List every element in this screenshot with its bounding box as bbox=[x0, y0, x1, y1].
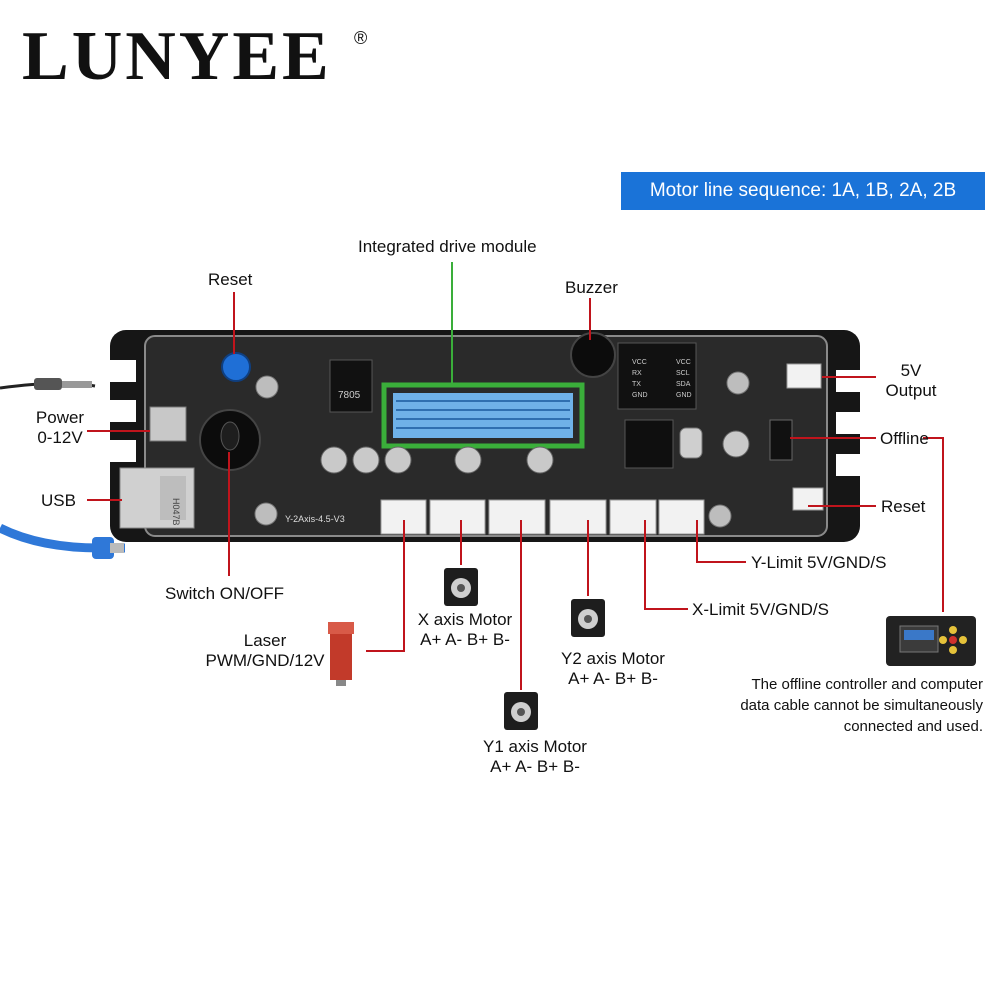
laser-module-icon bbox=[328, 622, 354, 686]
label-offline: Offline bbox=[880, 429, 929, 448]
offline-header bbox=[769, 419, 793, 461]
buzzer-part bbox=[570, 332, 616, 378]
motor-sequence-banner: Motor line sequence: 1A, 1B, 2A, 2B bbox=[621, 172, 985, 210]
label-laser-line2: PWM/GND/12V bbox=[205, 651, 325, 670]
label-y2-motor-line2: A+ A- B+ B- bbox=[568, 669, 658, 688]
label-output-5v-line1: 5V bbox=[900, 361, 922, 380]
module-pin-vcc-r: VCC bbox=[676, 359, 691, 366]
offline-note-line3: connected and used. bbox=[843, 718, 983, 735]
label-x-motor-line1: X axis Motor bbox=[417, 610, 513, 629]
svg-text:7805: 7805 bbox=[338, 390, 361, 401]
drive-module-heatsink bbox=[393, 393, 573, 438]
capacitor bbox=[722, 430, 750, 458]
module-pin-tx: TX bbox=[632, 381, 641, 388]
capacitor bbox=[384, 446, 412, 474]
label-x-limit: X-Limit 5V/GND/S bbox=[692, 600, 829, 619]
drive-module-highlight bbox=[381, 382, 585, 449]
module-pin-gnd-r: GND bbox=[676, 392, 692, 399]
board-model: Y-2Axis-4.5-V3 bbox=[285, 514, 345, 524]
label-reset-top: Reset bbox=[208, 270, 253, 289]
label-y-limit: Y-Limit 5V/GND/S bbox=[751, 553, 887, 572]
label-laser: Laser PWM/GND/12V bbox=[202, 631, 328, 671]
module-pin-scl: SCL bbox=[676, 370, 690, 377]
y2-axis-connector bbox=[549, 499, 607, 535]
capacitor bbox=[454, 446, 482, 474]
label-y1-motor-line1: Y1 axis Motor bbox=[483, 737, 587, 756]
usb-port-label: H047B bbox=[171, 498, 181, 526]
registered-mark: ® bbox=[354, 28, 368, 48]
reset-button bbox=[221, 352, 251, 382]
label-usb: USB bbox=[41, 491, 76, 510]
offline-note-line1: The offline controller and computer bbox=[751, 676, 983, 693]
power-plug bbox=[34, 378, 62, 390]
microcontroller bbox=[624, 419, 674, 469]
capacitor bbox=[352, 446, 380, 474]
label-buzzer: Buzzer bbox=[565, 278, 618, 297]
label-reset-right: Reset bbox=[881, 497, 926, 516]
y2-motor-icon bbox=[571, 599, 605, 637]
module-pin-vcc-l: VCC bbox=[632, 359, 647, 366]
y1-motor-icon bbox=[504, 692, 538, 730]
label-integrated-drive-module: Integrated drive module bbox=[358, 237, 537, 256]
offline-controller-icon bbox=[886, 616, 976, 666]
capacitor bbox=[320, 446, 348, 474]
voltage-regulator bbox=[329, 359, 373, 413]
label-y2-motor: Y2 axis Motor A+ A- B+ B- bbox=[553, 649, 673, 689]
offline-note-line2: data cable cannot be simultaneously bbox=[740, 697, 983, 714]
reset-connector bbox=[792, 487, 824, 511]
x-axis-connector bbox=[429, 499, 486, 535]
svg-text:VCC RX TX GND: VCC RX TX GND VCC SCL SDA GND bbox=[632, 359, 693, 399]
module-pin-gnd-l: GND bbox=[632, 392, 648, 399]
module-pin-sda: SDA bbox=[676, 381, 691, 388]
label-output-5v: 5V Output bbox=[876, 361, 946, 401]
offline-note: The offline controller and computer data… bbox=[700, 674, 983, 737]
label-laser-line1: Laser bbox=[243, 631, 287, 650]
label-power-line1: Power bbox=[35, 408, 85, 427]
comm-module bbox=[617, 342, 697, 410]
label-switch: Switch ON/OFF bbox=[165, 584, 285, 603]
screw bbox=[255, 375, 279, 399]
screw bbox=[254, 502, 278, 526]
screw bbox=[708, 504, 732, 528]
label-y2-motor-line1: Y2 axis Motor bbox=[561, 649, 665, 668]
label-x-motor: X axis Motor A+ A- B+ B- bbox=[410, 610, 520, 650]
screw bbox=[726, 371, 750, 395]
power-jack bbox=[149, 406, 187, 442]
x-limit-connector bbox=[609, 499, 657, 535]
x-motor-icon bbox=[444, 568, 478, 606]
label-power-line2: 0-12V bbox=[37, 428, 83, 447]
brand-logo: LUNYEE bbox=[22, 18, 332, 95]
output-5v-connector bbox=[786, 363, 822, 389]
label-power: Power 0-12V bbox=[28, 408, 92, 448]
label-output-5v-line2: Output bbox=[885, 381, 937, 400]
label-y1-motor-line2: A+ A- B+ B- bbox=[490, 757, 580, 776]
crystal bbox=[679, 427, 703, 459]
module-pin-rx: RX bbox=[632, 370, 642, 377]
y1-axis-connector bbox=[488, 499, 546, 535]
capacitor bbox=[526, 446, 554, 474]
label-x-motor-line2: A+ A- B+ B- bbox=[420, 630, 510, 649]
label-y1-motor: Y1 axis Motor A+ A- B+ B- bbox=[475, 737, 595, 777]
